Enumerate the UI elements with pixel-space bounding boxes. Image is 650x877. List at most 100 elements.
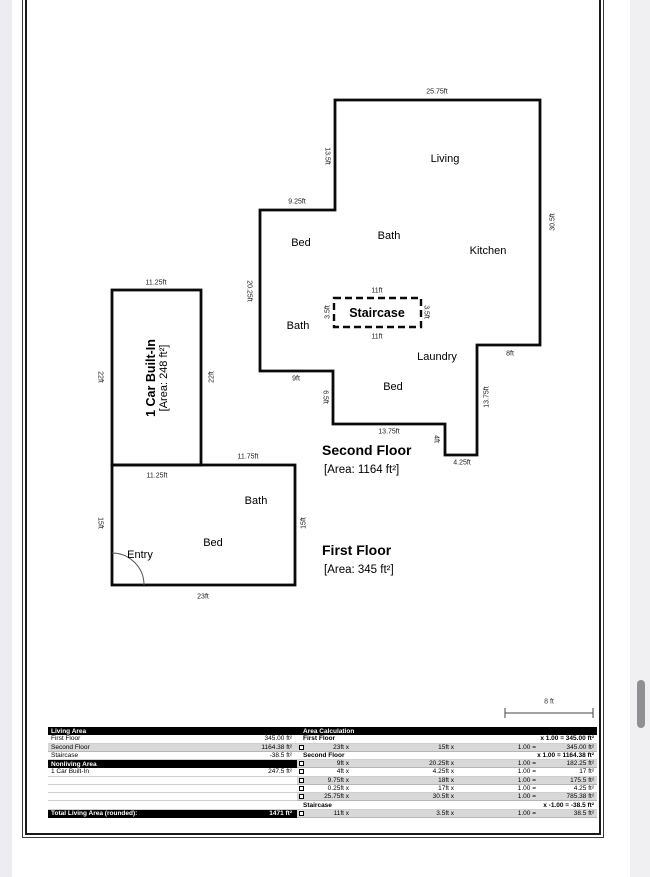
calc-value: 4.25 ft² [573, 784, 594, 792]
table-row: 1 Car Built-In 247.5 ft² 4ft x 4.25ft x … [48, 768, 597, 777]
table-row: Living Area Area Calculation [48, 727, 597, 736]
calc-row-checkbox[interactable] [299, 785, 304, 791]
second-floor-outline [258, 98, 542, 457]
calc-dim1: 9ft x [336, 760, 349, 768]
calc-value: 17 ft² [579, 768, 594, 776]
room-label-laundry: Laundry [417, 351, 457, 363]
nonliving-area-header: Nonliving Area [51, 760, 97, 768]
dim-label: 11ft [371, 287, 383, 295]
calc-value: 175.5 ft² [570, 776, 594, 784]
calc-row-checkbox[interactable] [299, 810, 304, 816]
calc-value: 182.25 ft² [566, 760, 594, 768]
living-area-header: Living Area [51, 727, 87, 735]
calc-row-checkbox[interactable] [299, 761, 304, 767]
calc-dim2: 18ft x [438, 776, 454, 784]
dim-label: 4.25ft [453, 459, 471, 467]
calc-factor: 1.00 = [517, 809, 536, 817]
scale-bar-label: 8 ft [544, 698, 554, 706]
calc-factor: 1.00 = [517, 760, 536, 768]
total-living-area-value: 1471 ft² [269, 810, 292, 818]
second-floor-title: Second Floor [322, 442, 412, 458]
calc-value: 38.5 ft² [573, 809, 594, 817]
calc-dim1: 9.75ft x [327, 776, 349, 784]
dim-label: 6.5ft [321, 390, 329, 404]
dim-label: 25.75ft [426, 88, 448, 96]
dim-label: 11ft [371, 333, 383, 341]
dim-label: 22ft [208, 371, 216, 383]
staircase-dashed-outline [332, 296, 423, 329]
row-value: -38.5 ft² [269, 751, 292, 759]
calc-dim1: 23ft x [333, 743, 349, 751]
calc-section-summary: x -1.00 = -38.5 ft² [543, 801, 594, 809]
calc-factor: 1.00 = [517, 776, 536, 784]
dim-label: 15ft [300, 517, 308, 529]
calc-dim2: 3.5ft x [436, 809, 454, 817]
room-label-staircase: Staircase [349, 306, 405, 320]
calc-factor: 1.00 = [517, 743, 536, 751]
first-floor-area: [Area: 345 ft²] [324, 564, 394, 576]
calc-dim1: 11ft x [333, 809, 349, 817]
calc-row-checkbox[interactable] [299, 794, 304, 800]
table-row: 0.25ft x 17ft x 1.00 = 4.25 ft² [48, 784, 597, 794]
page-border-frame [22, 0, 604, 838]
calc-value: 785.38 ft² [566, 793, 594, 801]
dim-label: 22ft [96, 371, 104, 383]
area-calculation-header: Area Calculation [303, 727, 355, 735]
room-label-entry: Entry [127, 549, 153, 561]
calc-dim1: 4ft x [336, 768, 349, 776]
calc-dim2: 20.25ft x [429, 760, 454, 768]
room-label-bed: Bed [291, 237, 311, 249]
room-label-bed: Bed [203, 537, 223, 549]
table-row: Nonliving Area 9ft x 20.25ft x 1.00 = 18… [48, 760, 597, 769]
area-calculation-table: Living Area Area Calculation First Floor… [48, 727, 597, 818]
table-row: 9.75ft x 18ft x 1.00 = 175.5 ft² [48, 776, 597, 785]
row-label: First Floor [51, 735, 81, 743]
first-floor-outline [110, 463, 297, 587]
dim-label: 11.25ft [145, 279, 167, 287]
dim-label: 9ft [292, 375, 300, 383]
vertical-scrollbar[interactable] [631, 0, 650, 877]
room-label-bath: Bath [286, 320, 310, 332]
room-label-bath: Bath [244, 495, 268, 507]
dim-label: 15ft [96, 517, 104, 529]
table-row: Second Floor 1164.38 ft² 23ft x 15ft x 1… [48, 743, 597, 752]
row-label: Second Floor [51, 743, 90, 751]
dim-label: 8ft [506, 350, 514, 358]
dim-label: 13.5ft [323, 147, 331, 165]
calc-section-summary: x 1.00 = 345.00 ft² [540, 735, 594, 743]
first-floor-title: First Floor [322, 542, 392, 558]
row-value: 345.00 ft² [264, 735, 292, 743]
calc-row-checkbox[interactable] [299, 777, 304, 783]
row-label: Staircase [51, 751, 79, 759]
row-value: 247.5 ft² [268, 768, 292, 776]
scrollbar-thumb[interactable] [637, 680, 645, 728]
calc-dim1: 0.25ft x [327, 784, 349, 792]
calc-dim2: 4.25ft x [432, 768, 454, 776]
calc-value: 345.00 ft² [566, 743, 594, 751]
table-row: Staircase -38.5 ft² Second Floor x 1.00 … [48, 751, 597, 761]
room-label-bath: Bath [377, 230, 401, 242]
second-floor-area: [Area: 1164 ft²] [324, 464, 400, 476]
calc-factor: 1.00 = [517, 784, 536, 792]
table-row: Staircase x -1.00 = -38.5 ft² [48, 801, 597, 810]
dim-label: 13.75ft [483, 386, 491, 408]
dim-label: 3.5ft [324, 305, 332, 319]
calc-section-name: Staircase [303, 801, 332, 809]
calc-row-checkbox[interactable] [299, 744, 304, 750]
scale-bar [504, 708, 594, 718]
dim-label: 30.5ft [549, 213, 557, 231]
row-label: 1 Car Built-In [51, 768, 89, 776]
calc-row-checkbox[interactable] [299, 769, 304, 775]
room-label-kitchen: Kitchen [469, 245, 507, 257]
dim-label: 9.25ft [288, 198, 306, 206]
dim-label: 20.25ft [245, 280, 253, 302]
calc-dim2: 17ft x [438, 784, 454, 792]
calc-factor: 1.00 = [517, 768, 536, 776]
table-row: Total Living Area (rounded): 1471 ft² 11… [48, 809, 597, 818]
dim-label: 11.25ft [146, 472, 168, 480]
garage-label: 1 Car Built-In [Area: 248 ft²] [144, 339, 170, 417]
calc-dim2: 30.5ft x [432, 793, 454, 801]
total-living-area-label: Total Living Area (rounded): [51, 810, 138, 818]
